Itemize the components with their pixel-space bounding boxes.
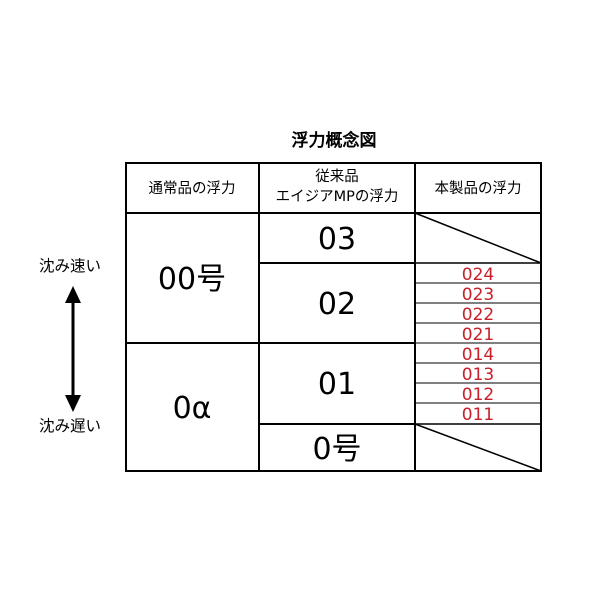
new-product-value: 021 (462, 325, 494, 345)
conventional-value-4: 0号 (312, 432, 361, 467)
new-product-value: 022 (462, 305, 494, 325)
new-product-value: 012 (462, 385, 494, 405)
header-conventional-line1: 従来品 (315, 168, 359, 185)
new-product-value: 023 (462, 285, 494, 305)
conventional-value-1: 03 (318, 222, 356, 257)
double-arrow-icon (65, 286, 81, 412)
new-product-value: 014 (462, 345, 494, 365)
side-label-slow: 沈み遅い (39, 417, 101, 435)
table-frame (125, 162, 542, 472)
header-conventional-line2: エイジアMPの浮力 (276, 188, 399, 205)
header-normal: 通常品の浮力 (149, 180, 236, 197)
conventional-value-2: 02 (318, 287, 356, 322)
normal-top-value: 00号 (158, 262, 226, 297)
new-product-value: 011 (462, 405, 494, 425)
conventional-value-3: 01 (318, 367, 356, 402)
new-product-value: 024 (462, 265, 494, 285)
new-top-diagonal (414, 212, 542, 264)
new-product-value: 013 (462, 365, 494, 385)
normal-bottom-value: 0α (173, 391, 212, 426)
diagram-title: 浮力概念図 (292, 130, 377, 151)
new-bottom-diagonal (414, 423, 542, 472)
side-label-fast: 沈み速い (39, 257, 101, 275)
header-new-product: 本製品の浮力 (435, 180, 522, 197)
